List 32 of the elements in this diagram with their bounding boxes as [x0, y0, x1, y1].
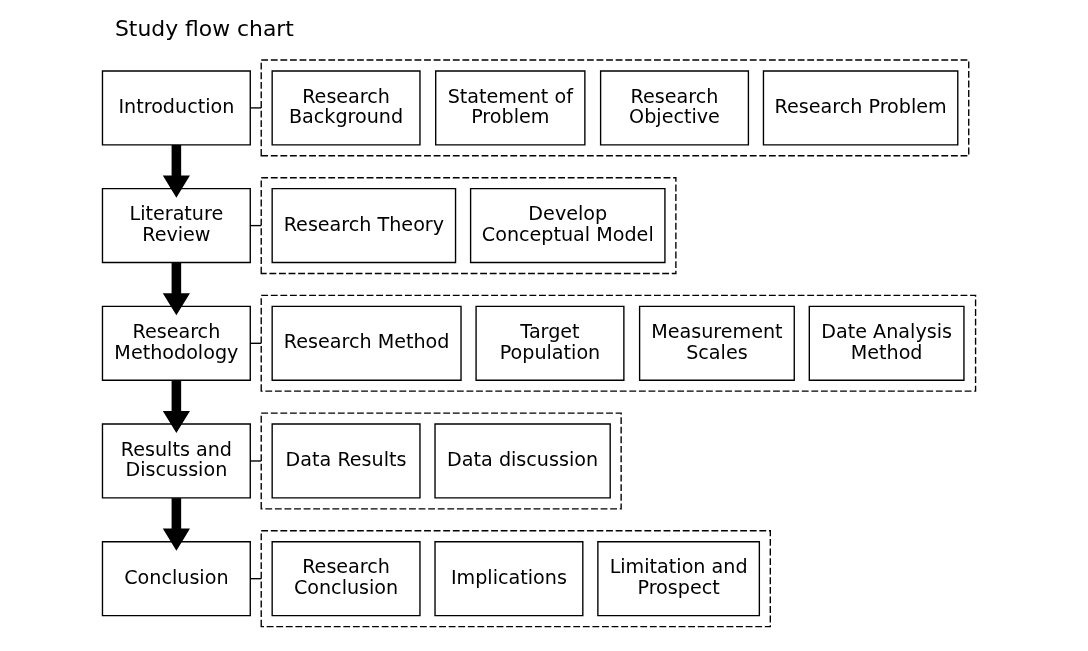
- cluster: [260, 59, 969, 157]
- node-box: Research Theory: [271, 187, 456, 264]
- diagram-title: Study flow chart: [114, 16, 294, 42]
- node-box: Research Method: [271, 305, 462, 381]
- node-box: Target Population: [474, 305, 625, 381]
- node-box: Limitation and Prospect: [596, 541, 760, 617]
- arrow: [162, 498, 190, 551]
- arrow: [162, 262, 190, 316]
- node-box: Statement of Problem: [434, 70, 586, 146]
- cluster: [260, 412, 622, 510]
- node-box: Data Results: [271, 423, 421, 499]
- node-box: Date Analysis Method: [808, 305, 965, 381]
- cluster: [260, 530, 771, 628]
- node-box: Research Objective: [599, 70, 749, 146]
- node-box: Research Conclusion: [271, 541, 421, 617]
- node-box: Conclusion: [101, 541, 251, 617]
- node-box: Introduction: [101, 70, 251, 146]
- node-box: Research Problem: [762, 70, 958, 146]
- node-box: Measurement Scales: [638, 305, 795, 381]
- arrow: [162, 380, 190, 434]
- connector: [249, 107, 262, 109]
- node-box: Results and Discussion: [101, 423, 251, 499]
- arrow: [162, 145, 190, 198]
- node-box: Develop Conceptual Model: [469, 187, 666, 264]
- node-box: Data discussion: [433, 423, 611, 499]
- node-box: Research Methodology: [101, 305, 251, 381]
- node-box: Literature Review: [101, 187, 251, 264]
- cluster: [260, 294, 976, 392]
- connector: [249, 460, 262, 462]
- node-box: Implications: [433, 541, 583, 617]
- node-box: Research Background: [271, 70, 421, 146]
- cluster: [260, 177, 677, 275]
